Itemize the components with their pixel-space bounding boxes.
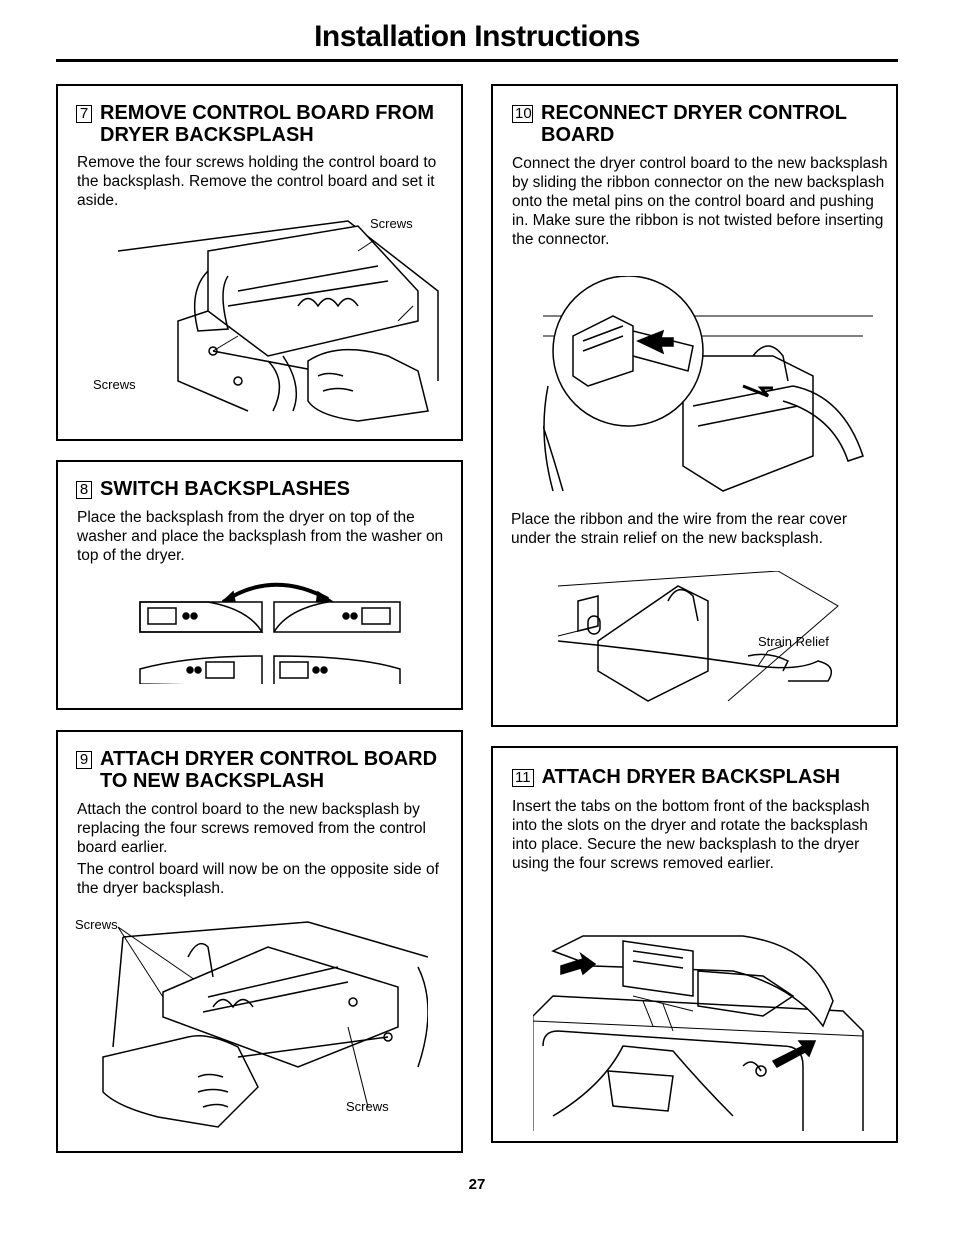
screws-label: Screws — [370, 216, 413, 231]
step-text: The control board will now be on the opp… — [77, 861, 439, 897]
step-8-panel: 8 SWITCH BACKSPLASHES Place the backspla… — [56, 460, 463, 710]
step-number: 9 — [76, 751, 92, 769]
step-number: 11 — [512, 769, 534, 787]
attach-backsplash-illustration — [533, 935, 864, 1131]
step-text: Remove the four screws holding the contr… — [77, 154, 437, 209]
step-number: 10 — [512, 105, 534, 123]
step-number: 7 — [76, 105, 92, 123]
reconnect-ribbon-illustration — [543, 276, 873, 492]
remove-control-board-illustration — [118, 220, 439, 422]
screws-label: Screws — [346, 1099, 389, 1114]
step-text: Insert the tabs on the bottom front of t… — [512, 798, 870, 872]
step-text: Attach the control board to the new back… — [77, 801, 426, 856]
switch-backsplashes-illustration — [139, 582, 401, 684]
page-title: Installation Instructions — [314, 20, 640, 53]
step-title: SWITCH BACKSPLASHES — [100, 478, 351, 500]
step-text: Place the backsplash from the dryer on t… — [77, 509, 444, 564]
step-title: RECONNECT DRYER CONTROL BOARD — [541, 102, 847, 146]
step-title: REMOVE CONTROL BOARD FROM DRYER BACKSPLA… — [100, 102, 435, 146]
title-rule — [56, 59, 898, 62]
step-9-panel: 9 ATTACH DRYER CONTROL BOARD TO NEW BACK… — [56, 730, 463, 1153]
step-text: Connect the dryer control board to the n… — [512, 155, 888, 248]
screws-label: Screws — [75, 917, 118, 932]
step-number: 8 — [76, 481, 92, 499]
step-11-panel: 11 ATTACH DRYER BACKSPLASH Insert the ta… — [491, 746, 898, 1143]
step-10-panel: 10 RECONNECT DRYER CONTROL BOARD Connect… — [491, 84, 898, 727]
strain-relief-illustration — [558, 571, 839, 702]
step-title: ATTACH DRYER CONTROL BOARD TO NEW BACKSP… — [100, 748, 438, 792]
screws-label: Screws — [93, 377, 136, 392]
step-7-panel: 7 REMOVE CONTROL BOARD FROM DRYER BACKSP… — [56, 84, 463, 441]
step-text: Place the ribbon and the wire from the r… — [511, 511, 848, 547]
strain-relief-label: Strain Relief — [758, 634, 829, 649]
page-number: 27 — [468, 1176, 486, 1193]
attach-control-board-illustration — [102, 921, 428, 1128]
step-title: ATTACH DRYER BACKSPLASH — [541, 766, 841, 788]
